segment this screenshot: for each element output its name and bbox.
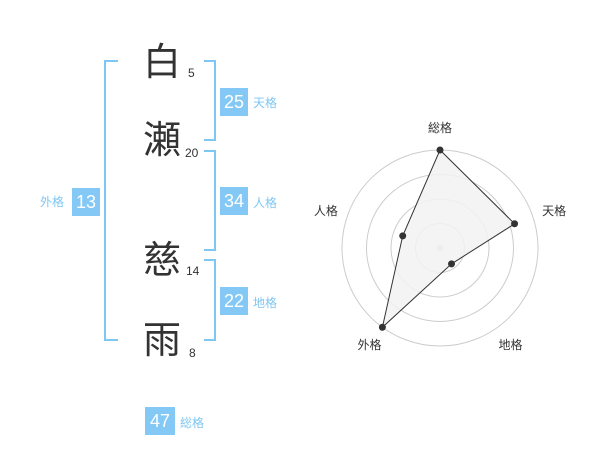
radar-axis-label: 外格 <box>357 337 381 352</box>
stroke-count-4: 8 <box>189 346 196 360</box>
radar-axis-label: 人格 <box>314 203 338 218</box>
radar-point <box>378 323 386 331</box>
gaikaku-label: 外格 <box>40 195 65 209</box>
stroke-count-2: 20 <box>185 146 199 160</box>
radar-point <box>399 232 407 240</box>
chikaku-bracket <box>204 259 216 341</box>
soukaku-value: 47 <box>145 407 175 435</box>
radar-point <box>436 146 444 154</box>
chikaku-label: 地格 <box>253 296 278 310</box>
chikaku-value: 22 <box>220 287 248 315</box>
radar-axis-label: 天格 <box>542 203 566 218</box>
radar-points <box>378 146 519 331</box>
name-char-2: 瀬 <box>142 118 181 162</box>
soukaku-label: 総格 <box>180 416 205 430</box>
radar-point <box>448 260 456 268</box>
radar-axis-label: 総格 <box>428 120 452 135</box>
radar-area <box>381 149 516 329</box>
tenkaku-label: 天格 <box>253 96 278 110</box>
jinkaku-label: 人格 <box>253 196 278 210</box>
jinkaku-value: 34 <box>220 187 248 215</box>
stroke-count-1: 5 <box>188 66 195 80</box>
name-char-4: 雨 <box>142 318 181 362</box>
stroke-count-3: 14 <box>186 264 200 278</box>
tenkaku-bracket <box>204 60 216 141</box>
radar-point <box>511 220 519 228</box>
gaikaku-bracket <box>104 60 118 341</box>
name-char-3: 慈 <box>142 238 181 282</box>
tenkaku-value: 25 <box>220 88 248 116</box>
name-char-1: 白 <box>142 40 181 84</box>
jinkaku-bracket <box>204 150 216 251</box>
radar-axis-label: 地格 <box>498 337 522 352</box>
gaikaku-value: 13 <box>72 188 100 216</box>
